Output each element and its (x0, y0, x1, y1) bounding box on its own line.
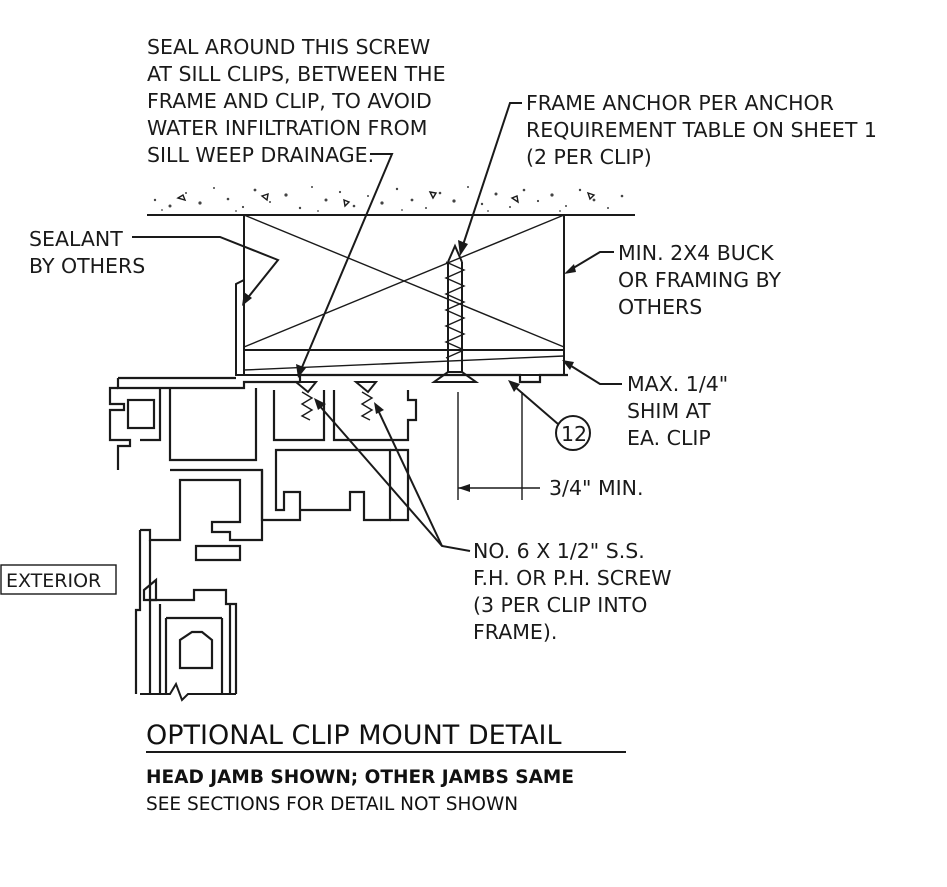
seal-note-line-1: SEAL AROUND THIS SCREW (147, 35, 430, 59)
screw-note-line-2: F.H. OR P.H. SCREW (473, 566, 672, 590)
title-block: OPTIONAL CLIP MOUNT DETAIL HEAD JAMB SHO… (146, 720, 626, 815)
wood-buck (243, 214, 565, 376)
concrete-substrate (147, 186, 635, 216)
anchor-note-leader (461, 102, 522, 249)
callout-leader (513, 385, 559, 425)
seal-note-line-4: WATER INFILTRATION FROM (147, 116, 427, 140)
screw-leader-arrowhead-2 (374, 402, 384, 414)
seal-note-line-5: SILL WEEP DRAINAGE. (147, 143, 374, 167)
detail-subtitle-bold: HEAD JAMB SHOWN; OTHER JAMBS SAME (146, 767, 574, 788)
sealant-note-line-2: BY OTHERS (29, 254, 145, 278)
exterior-label: EXTERIOR (0, 564, 117, 595)
buck-note-line-2: OR FRAMING BY (618, 268, 782, 292)
shim-note-leader (567, 363, 622, 385)
seal-note-line-2: AT SILL CLIPS, BETWEEN THE (147, 62, 446, 86)
callout-circle (555, 415, 591, 451)
sealant-note-line-1: SEALANT (29, 227, 123, 251)
frame-anchor-note: FRAME ANCHOR PER ANCHOR REQUIREMENT TABL… (526, 91, 877, 169)
screw-note-line-1: NO. 6 X 1/2" S.S. (473, 539, 645, 563)
seal-screw-note: SEAL AROUND THIS SCREW AT SILL CLIPS, BE… (147, 35, 446, 167)
buck-note: MIN. 2X4 BUCK OR FRAMING BY OTHERS (618, 241, 782, 319)
buck-note-leader (569, 251, 614, 271)
exterior-text: EXTERIOR (6, 570, 101, 592)
anchor-note-line-2: REQUIREMENT TABLE ON SHEET 1 (526, 118, 877, 142)
shim-note: MAX. 1/4" SHIM AT EA. CLIP (627, 372, 728, 450)
callout-number: 12 (561, 422, 587, 446)
buck-cross-2 (243, 214, 565, 348)
window-frame-profile (108, 373, 568, 702)
buck-note-line-3: OTHERS (618, 295, 702, 319)
callout-12: 12 (508, 380, 591, 451)
shim-note-line-2: SHIM AT (627, 399, 711, 423)
detail-subtitle: SEE SECTIONS FOR DETAIL NOT SHOWN (146, 794, 518, 815)
screw-note-line-4: FRAME). (473, 620, 557, 644)
exterior-box (0, 564, 117, 595)
shim-taper (243, 355, 565, 371)
frame-anchor-screw (430, 243, 480, 383)
sealant-leader-arrowhead (242, 292, 252, 306)
anchor-note-line-1: FRAME ANCHOR PER ANCHOR (526, 91, 834, 115)
seal-note-leader (299, 153, 394, 373)
callout-leader-arrowhead (508, 380, 520, 392)
clip-screws (293, 381, 379, 421)
screw-leader-arrowhead-1 (314, 398, 326, 410)
sealant-note-leader (132, 236, 280, 301)
anchor-note-line-3: (2 PER CLIP) (526, 145, 652, 169)
shim-leader-arrowhead (562, 360, 574, 370)
screw-note-leader-1 (317, 403, 471, 552)
sealant-bead (235, 278, 245, 376)
screw-note-leader-2 (377, 409, 443, 547)
detail-title: OPTIONAL CLIP MOUNT DETAIL (146, 720, 562, 751)
dimension-min: 3/4" MIN. (457, 392, 644, 500)
sealant-note: SEALANT BY OTHERS (29, 227, 145, 278)
min-dimension-label: 3/4" MIN. (549, 476, 644, 500)
shim-note-line-1: MAX. 1/4" (627, 372, 728, 396)
anchor-leader-arrowhead (458, 240, 468, 256)
buck-leader-arrowhead (564, 264, 576, 274)
screw-note: NO. 6 X 1/2" S.S. F.H. OR P.H. SCREW (3 … (473, 539, 672, 644)
screw-note-line-3: (3 PER CLIP INTO (473, 593, 647, 617)
shim-note-line-3: EA. CLIP (627, 426, 711, 450)
buck-note-line-1: MIN. 2X4 BUCK (618, 241, 774, 265)
seal-note-line-3: FRAME AND CLIP, TO AVOID (147, 89, 432, 113)
